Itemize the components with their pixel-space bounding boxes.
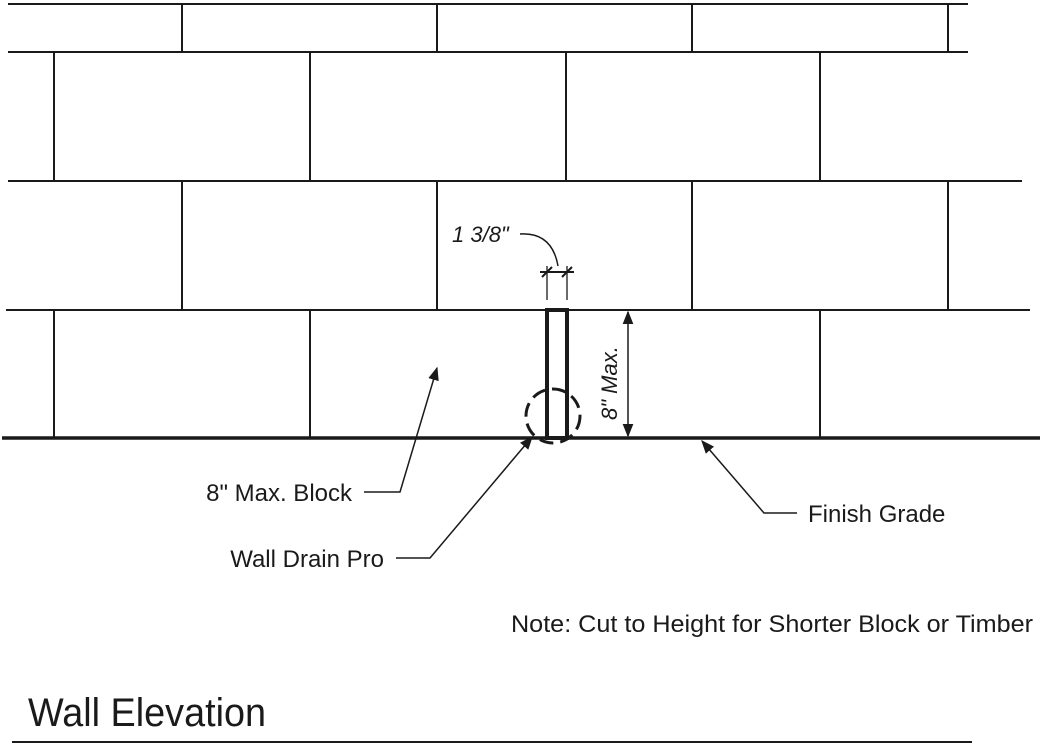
wall-drain-pro-element	[545, 308, 569, 440]
block-label: 8" Max. Block	[206, 480, 353, 507]
height-dimension-label: 8" Max.	[597, 346, 622, 420]
width-dimension	[519, 233, 574, 300]
grade-label: Finish Grade	[808, 501, 945, 528]
drawing-title: Wall Elevation	[28, 691, 266, 735]
block-leader	[364, 366, 439, 493]
grade-leader	[701, 439, 797, 514]
note-text: Note: Cut to Height for Shorter Block or…	[511, 611, 1033, 638]
drain-label: Wall Drain Pro	[230, 546, 384, 573]
block-wall	[6, 3, 1030, 438]
detail-circle	[524, 387, 582, 445]
drain-leader	[396, 435, 533, 559]
width-dimension-label: 1 3/8"	[452, 222, 510, 247]
